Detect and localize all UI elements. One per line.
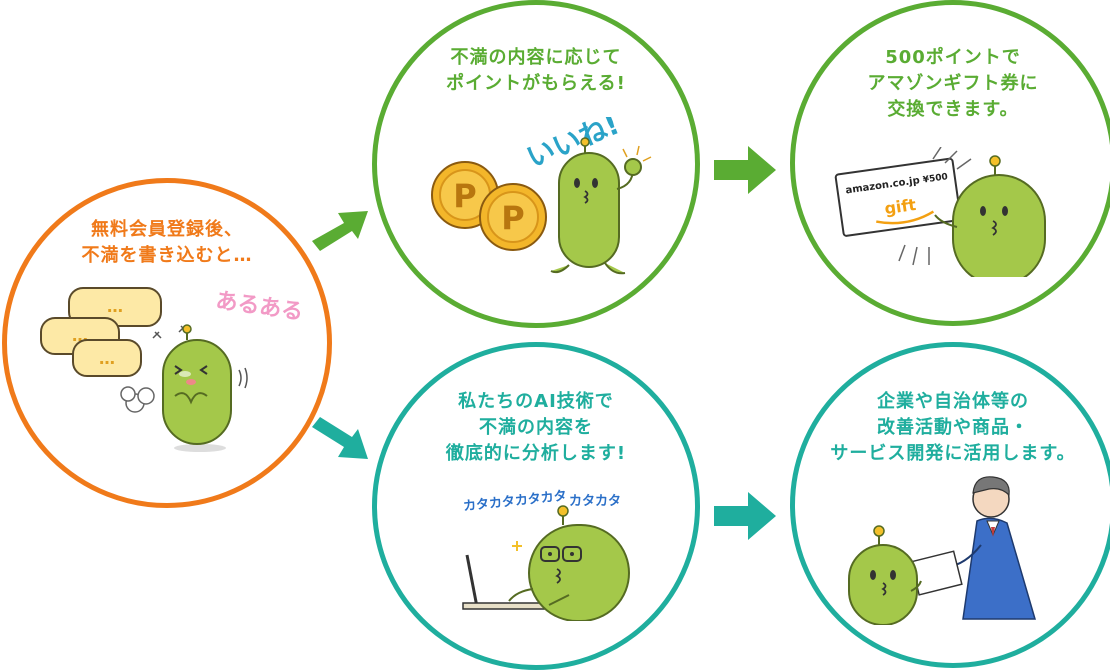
mascot-icon: [848, 525, 922, 625]
glasses-icon: [540, 546, 560, 562]
step-analysis-line-2: 不満の内容を: [479, 417, 593, 438]
card-word: gift: [883, 195, 917, 218]
card-value: ¥500: [922, 172, 948, 185]
arrow-down-right-icon: [312, 417, 368, 459]
motion-lines-icon: [898, 147, 972, 266]
coin-letter: P: [453, 177, 476, 215]
step-gift-illustration: amazon.co.jp ¥500 gift: [834, 147, 1046, 277]
step-points-illustration: P P いいね!: [431, 117, 652, 275]
step-use-illustration: [848, 476, 1036, 625]
step-points-line-2: ポイントがもらえる!: [446, 73, 626, 94]
step-analysis-line-1: 私たちのAI技術で: [458, 391, 614, 412]
step-analysis-text: 私たちのAI技術で 不満の内容を 徹底的に分析します!: [377, 389, 695, 467]
mascot-icon: [508, 505, 630, 621]
speech-bubble-icon: …: [72, 339, 142, 377]
step-gift-line-1: 500ポイントで: [885, 47, 1021, 68]
step-use-circle: 企業や自治体等の 改善活動や商品・ サービス開発に活用します。: [790, 342, 1110, 668]
step-points-line-1: 不満の内容に応じて: [450, 47, 622, 68]
step-use-line-3: サービス開発に活用します。: [830, 443, 1076, 464]
gift-card-icon: amazon.co.jp ¥500 gift: [834, 157, 962, 237]
bubble-text-1: …: [107, 297, 123, 316]
exclaim-text: あるある: [214, 288, 305, 325]
step-gift-circle: 500ポイントで アマゾンギフト券に 交換できます。 amazon.co.jp …: [790, 0, 1110, 326]
arrow-right-icon: [714, 146, 776, 194]
sparkle-icon: [512, 541, 522, 551]
mascot-icon: [550, 137, 652, 275]
step-register-circle: 無料会員登録後、 不満を書き込むと… … … …: [2, 178, 332, 508]
coin-letter: P: [501, 199, 524, 237]
step-use-line-1: 企業や自治体等の: [877, 391, 1029, 412]
step-register-illustration: … … …: [40, 287, 305, 452]
bubble-text-3: …: [99, 349, 115, 368]
mascot-icon: [934, 155, 1046, 277]
coin-icon: P: [479, 183, 547, 251]
step-gift-line-2: アマゾンギフト券に: [867, 73, 1039, 94]
step-analysis-illustration: カタカタカタカタ カタカタ: [462, 489, 630, 621]
sound-text-right: カタカタ: [569, 494, 621, 509]
puff-icon: [120, 386, 155, 413]
step-use-line-2: 改善活動や商品・: [877, 417, 1029, 438]
document-icon: [910, 550, 963, 596]
step-register-line-2: 不満を書き込むと…: [81, 245, 253, 266]
sparkle-icon: [152, 325, 248, 389]
business-person-icon: [946, 476, 1036, 620]
step-register-text: 無料会員登録後、 不満を書き込むと…: [7, 217, 327, 269]
step-gift-line-3: 交換できます。: [887, 99, 1019, 120]
arrow-up-right-icon: [312, 211, 368, 251]
step-analysis-circle: 私たちのAI技術で 不満の内容を 徹底的に分析します! カタカタカタカタ カタカ…: [372, 342, 700, 670]
step-register-line-1: 無料会員登録後、: [91, 219, 243, 240]
step-analysis-line-3: 徹底的に分析します!: [445, 443, 627, 464]
step-use-text: 企業や自治体等の 改善活動や商品・ サービス開発に活用します。: [795, 389, 1110, 467]
step-points-circle: 不満の内容に応じて ポイントがもらえる! P P いいね!: [372, 0, 700, 328]
arrow-right-icon: [714, 492, 776, 540]
sound-text-left: カタカタカタカタ: [462, 489, 567, 515]
step-points-text: 不満の内容に応じて ポイントがもらえる!: [377, 45, 695, 97]
mascot-icon: [162, 324, 232, 452]
step-gift-text: 500ポイントで アマゾンギフト券に 交換できます。: [795, 45, 1110, 123]
